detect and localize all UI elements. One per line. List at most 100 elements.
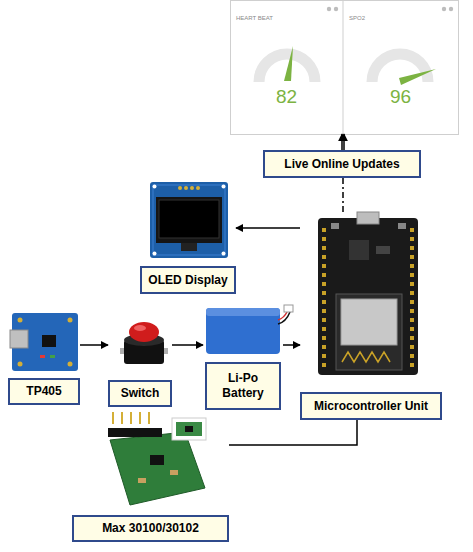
node-label: Switch bbox=[121, 386, 160, 401]
pulse-sensor-part bbox=[150, 455, 164, 465]
dashboard-frame-part bbox=[343, 0, 344, 134]
lipo-battery-part bbox=[284, 305, 293, 312]
oled-module-part bbox=[153, 185, 157, 189]
component-node: Switch bbox=[108, 312, 172, 408]
microcontroller-board-part bbox=[342, 352, 390, 362]
oled-module-part bbox=[156, 197, 222, 243]
connector-line bbox=[343, 134, 345, 150]
node-label: Max 30100/30102 bbox=[102, 521, 199, 536]
microcontroller-board bbox=[318, 212, 418, 375]
charger-module-part bbox=[42, 335, 56, 347]
pulse-sensor-part bbox=[110, 432, 205, 505]
label-box: Live Online Updates bbox=[263, 150, 421, 178]
charger-module-part bbox=[18, 362, 23, 367]
charger-module bbox=[10, 313, 78, 371]
panel-title: SPO2 bbox=[349, 15, 365, 21]
component-node: OLED Display bbox=[140, 180, 236, 294]
gauge-panel: HEART BEAT 82 bbox=[230, 0, 343, 134]
connector-line bbox=[341, 134, 343, 150]
pulse-sensor-part bbox=[172, 418, 206, 440]
label-box: Switch bbox=[108, 380, 172, 407]
microcontroller-board-part bbox=[398, 223, 406, 229]
dashboard-frame bbox=[231, 0, 459, 135]
oled-module-part bbox=[153, 252, 157, 256]
microcontroller-board-part bbox=[410, 228, 414, 370]
label-box: Microcontroller Unit bbox=[300, 392, 442, 420]
charger-module-part bbox=[68, 362, 73, 367]
microcontroller-board-part bbox=[357, 212, 379, 224]
pulse-sensor-part bbox=[108, 428, 162, 437]
component-node: Li-Po Battery bbox=[203, 300, 283, 412]
lipo-battery-part bbox=[278, 312, 290, 324]
node-label: OLED Display bbox=[148, 273, 227, 288]
node-label: Microcontroller Unit bbox=[314, 399, 428, 414]
component-node: Max 30100/30102 bbox=[72, 418, 229, 544]
charger-module-part bbox=[10, 330, 28, 348]
microcontroller-board-part bbox=[318, 218, 418, 375]
microcontroller-board-part bbox=[336, 294, 402, 370]
gauge-value: 82 bbox=[230, 86, 343, 108]
oled-module-part bbox=[153, 185, 225, 255]
gauge-heart bbox=[259, 46, 315, 82]
dashboard-frame-part bbox=[231, 1, 459, 135]
oled-module-part bbox=[184, 186, 188, 190]
label-box: Li-Po Battery bbox=[205, 362, 281, 410]
oled-module bbox=[150, 182, 228, 258]
connector-line bbox=[283, 344, 300, 346]
panel-title: HEART BEAT bbox=[236, 15, 273, 21]
oled-module-part bbox=[181, 243, 197, 251]
pulse-sensor bbox=[108, 418, 206, 505]
push-switch-part bbox=[134, 325, 146, 331]
dashboard-frame-part bbox=[327, 7, 331, 11]
node-label: Li-Po Battery bbox=[210, 371, 276, 401]
label-box: TP405 bbox=[8, 378, 80, 405]
push-switch-part bbox=[129, 322, 159, 342]
lipo-battery-part bbox=[206, 308, 280, 316]
pulse-sensor-part bbox=[176, 422, 202, 436]
node-label: Live Online Updates bbox=[284, 157, 399, 172]
oled-module-part bbox=[159, 200, 219, 238]
dashboard-frame-part bbox=[449, 7, 453, 11]
gauge-value: 96 bbox=[343, 86, 458, 108]
label-box: OLED Display bbox=[140, 266, 236, 294]
connector-line bbox=[229, 420, 357, 445]
dashed-connector bbox=[342, 178, 344, 212]
oled-module-part bbox=[150, 182, 228, 258]
lipo-battery-part bbox=[206, 308, 280, 354]
oled-module-part bbox=[178, 186, 182, 190]
microcontroller-board-part bbox=[376, 246, 390, 254]
oled-module-part bbox=[190, 186, 194, 190]
charger-module-part bbox=[68, 318, 73, 323]
charger-module-part bbox=[40, 355, 45, 358]
pulse-sensor-part bbox=[138, 478, 146, 483]
component-node: Microcontroller Unit bbox=[300, 212, 442, 420]
oled-module-part bbox=[222, 185, 226, 189]
charger-module-part bbox=[18, 318, 23, 323]
microcontroller-board-part bbox=[349, 240, 369, 260]
oled-module-part bbox=[196, 186, 200, 190]
gauge-panel: SPO2 96 bbox=[343, 0, 458, 134]
dashboard-frame-part bbox=[442, 7, 446, 11]
charger-module-part bbox=[50, 355, 55, 358]
microcontroller-board-part bbox=[341, 299, 397, 345]
microcontroller-board-part bbox=[322, 228, 326, 370]
component-node: TP405 bbox=[8, 308, 80, 406]
dashboard-frame-part bbox=[334, 7, 338, 11]
label-box: Max 30100/30102 bbox=[72, 515, 229, 542]
gauge-heart-part bbox=[284, 46, 293, 81]
gauge-spo2 bbox=[372, 54, 436, 85]
lipo-battery bbox=[206, 305, 293, 354]
connector-line bbox=[172, 344, 203, 346]
label-box: Live Online Updates bbox=[263, 150, 421, 178]
pulse-sensor-part bbox=[185, 426, 193, 432]
microcontroller-board-part bbox=[331, 223, 339, 229]
connector-line bbox=[80, 344, 108, 346]
node-label: TP405 bbox=[26, 384, 61, 399]
pulse-sensor-part bbox=[112, 412, 156, 424]
pulse-sensor-part bbox=[170, 470, 178, 475]
oled-module-part bbox=[222, 252, 226, 256]
push-switch bbox=[120, 322, 168, 364]
